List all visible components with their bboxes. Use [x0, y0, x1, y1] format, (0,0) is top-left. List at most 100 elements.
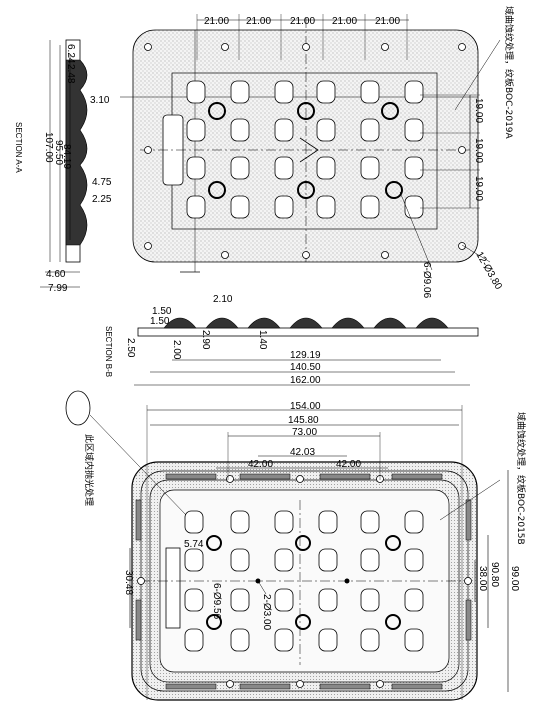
bottom-lens [404, 510, 424, 534]
front-dim-162-00: 162.00 [290, 375, 321, 386]
bottom-dim-90-80: 90.80 [489, 562, 500, 587]
front-dim-1-50-b: 1.50 [150, 316, 170, 327]
front-lens [289, 317, 323, 329]
front-dim-140-50: 140.50 [290, 362, 321, 373]
polish-area-symbol [65, 390, 91, 426]
bottom-lens [274, 628, 294, 652]
side-dim-7-99: 7.99 [48, 283, 68, 294]
bottom-corner-hole [226, 475, 234, 483]
bottom-lens [274, 588, 294, 612]
side-dim-2-48: 2.48 [65, 64, 76, 84]
top-lens [360, 118, 380, 142]
bottom-dim-38-00: 38.00 [477, 566, 488, 591]
top-lens-array [186, 80, 424, 219]
bottom-slot [319, 683, 371, 690]
pitch-x-5: 21.00 [375, 16, 400, 27]
front-lens [415, 317, 449, 329]
bottom-corner-hole [464, 577, 472, 585]
side-dim-3-10: 3.10 [90, 95, 110, 106]
top-corner-note: 12-Ø3.80 [473, 250, 504, 292]
bottom-dim-99-00: 99.00 [509, 566, 520, 591]
front-dim-1-40: 1.40 [257, 330, 268, 350]
top-hole [297, 102, 315, 120]
front-lens [247, 317, 281, 329]
top-corner-hole [458, 146, 466, 154]
front-lens [331, 317, 365, 329]
top-corner-hole [221, 251, 229, 259]
bottom-lens [404, 548, 424, 572]
bottom-lens [360, 548, 380, 572]
pitch-x-1: 21.00 [204, 16, 229, 27]
front-section: SECTION B-B 2.10 1.50 1.50 2.50 2.00 2.9… [104, 294, 479, 386]
top-lens [274, 80, 294, 104]
side-section-title: SECTION A-A [14, 122, 23, 173]
front-dim-129-19: 129.19 [290, 350, 321, 361]
top-lens [186, 156, 206, 180]
front-dim-1-50-a: 1.50 [152, 306, 172, 317]
bottom-lens [184, 510, 204, 534]
top-corner-hole [458, 43, 466, 51]
bottom-lens [230, 510, 250, 534]
bottom-corner-hole [296, 475, 304, 483]
front-dim-2-10: 2.10 [213, 294, 233, 305]
side-dim-107-00: 107.00 [43, 132, 54, 163]
pitch-y-3: 19.00 [473, 176, 484, 201]
pitch-x-4: 21.00 [332, 16, 357, 27]
bottom-slot [465, 499, 472, 541]
pitch-y-2: 19.00 [473, 138, 484, 163]
top-lens [316, 80, 336, 104]
top-view: 21.00 21.00 21.00 21.00 21.00 19.00 19.0… [120, 6, 515, 299]
front-lens [205, 317, 239, 329]
top-corner-hole [144, 242, 152, 250]
bottom-dim-42-03: 42.03 [290, 447, 315, 458]
side-dim-84-19: 84.19 [61, 144, 72, 169]
pitch-x-3: 21.00 [290, 16, 315, 27]
bottom-lens-array [184, 510, 424, 652]
side-dim-2-25: 2.25 [92, 194, 112, 205]
bottom-hole [206, 535, 222, 551]
bottom-hole [385, 535, 401, 551]
front-section-body [137, 327, 479, 337]
bottom-lens [230, 588, 250, 612]
top-lens [360, 80, 380, 104]
bottom-lens [184, 628, 204, 652]
bottom-note-cn-left: 此区域内抛光处理 [83, 434, 95, 506]
bottom-corner-holes [137, 475, 472, 688]
top-note-cn: 域曲蚀纹处理，纹板BOC-2019A [503, 6, 515, 140]
pitch-x-2: 21.00 [246, 16, 271, 27]
top-corner-hole [458, 242, 466, 250]
bottom-dim-5-74: 5.74 [184, 539, 204, 550]
bottom-lens [184, 548, 204, 572]
top-lens [230, 80, 250, 104]
top-lens [404, 195, 424, 219]
bottom-dim-73-00: 73.00 [292, 427, 317, 438]
side-dim-95-50: 95.50 [53, 140, 64, 165]
top-corner-hole [221, 43, 229, 51]
bottom-lens [318, 628, 338, 652]
bottom-slot [319, 473, 371, 480]
top-lens [360, 156, 380, 180]
front-lens [373, 317, 407, 329]
top-lens [186, 80, 206, 104]
bottom-lens [318, 510, 338, 534]
bottom-lens [318, 588, 338, 612]
top-lens [404, 80, 424, 104]
top-corner-hole [302, 251, 310, 259]
bottom-lens [360, 628, 380, 652]
bottom-corner-hole [376, 680, 384, 688]
front-dim-2-00: 2.00 [171, 340, 182, 360]
top-lens [186, 118, 206, 142]
top-corner-hole [144, 146, 152, 154]
bottom-corner-hole [226, 680, 234, 688]
bottom-pin [344, 578, 350, 584]
top-view-outline [132, 29, 479, 263]
front-dim-2-90: 2.90 [200, 330, 211, 350]
bottom-inner-note: 2-Ø3.00 [261, 594, 272, 631]
top-lens [274, 118, 294, 142]
top-lens [316, 195, 336, 219]
top-lens [230, 118, 250, 142]
bottom-hole-note: 6-Ø9.56 [211, 583, 222, 620]
bottom-slot [239, 473, 291, 480]
top-hole [208, 181, 226, 199]
pitch-y-1: 19.00 [473, 98, 484, 123]
